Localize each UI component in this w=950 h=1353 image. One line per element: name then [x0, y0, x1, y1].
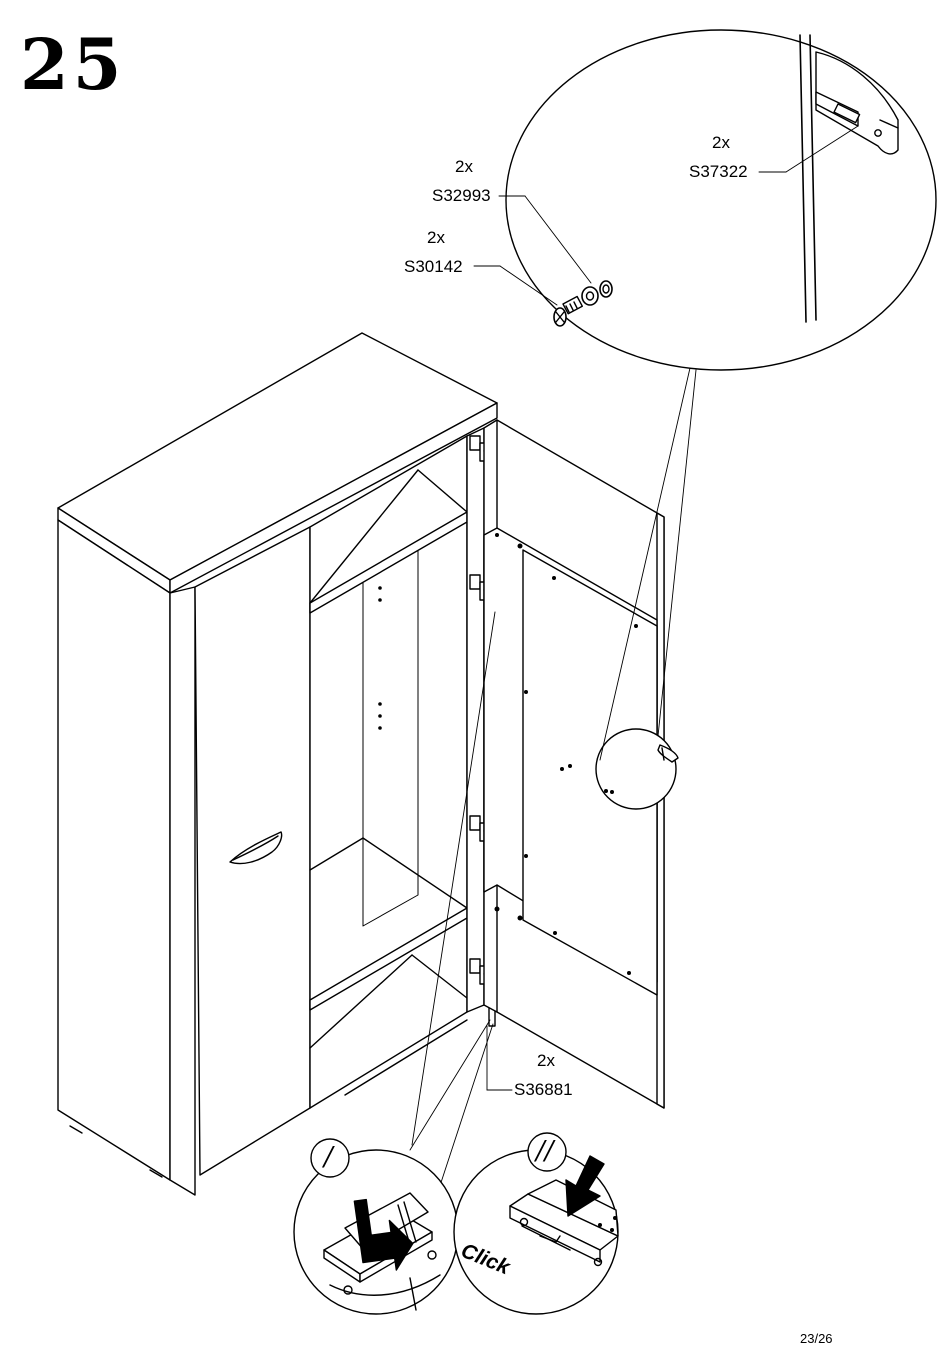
part-code: S32993 — [432, 187, 491, 204]
right-door — [484, 420, 678, 1108]
part-code: S30142 — [404, 258, 463, 275]
callout-qty: 2x — [712, 134, 730, 151]
callout-qty: 2x — [455, 158, 473, 175]
cabinet — [58, 333, 497, 1195]
page-number: 23/26 — [800, 1331, 833, 1346]
detail-circle-1 — [294, 1139, 458, 1314]
step-marker: // — [536, 1138, 554, 1164]
part-code: S36881 — [514, 1081, 573, 1098]
callout-qty: 2x — [427, 229, 445, 246]
detail-magnifier — [474, 30, 936, 370]
callout-qty: 2x — [537, 1052, 555, 1069]
part-code: S37322 — [689, 163, 748, 180]
step-marker: / — [324, 1144, 333, 1170]
